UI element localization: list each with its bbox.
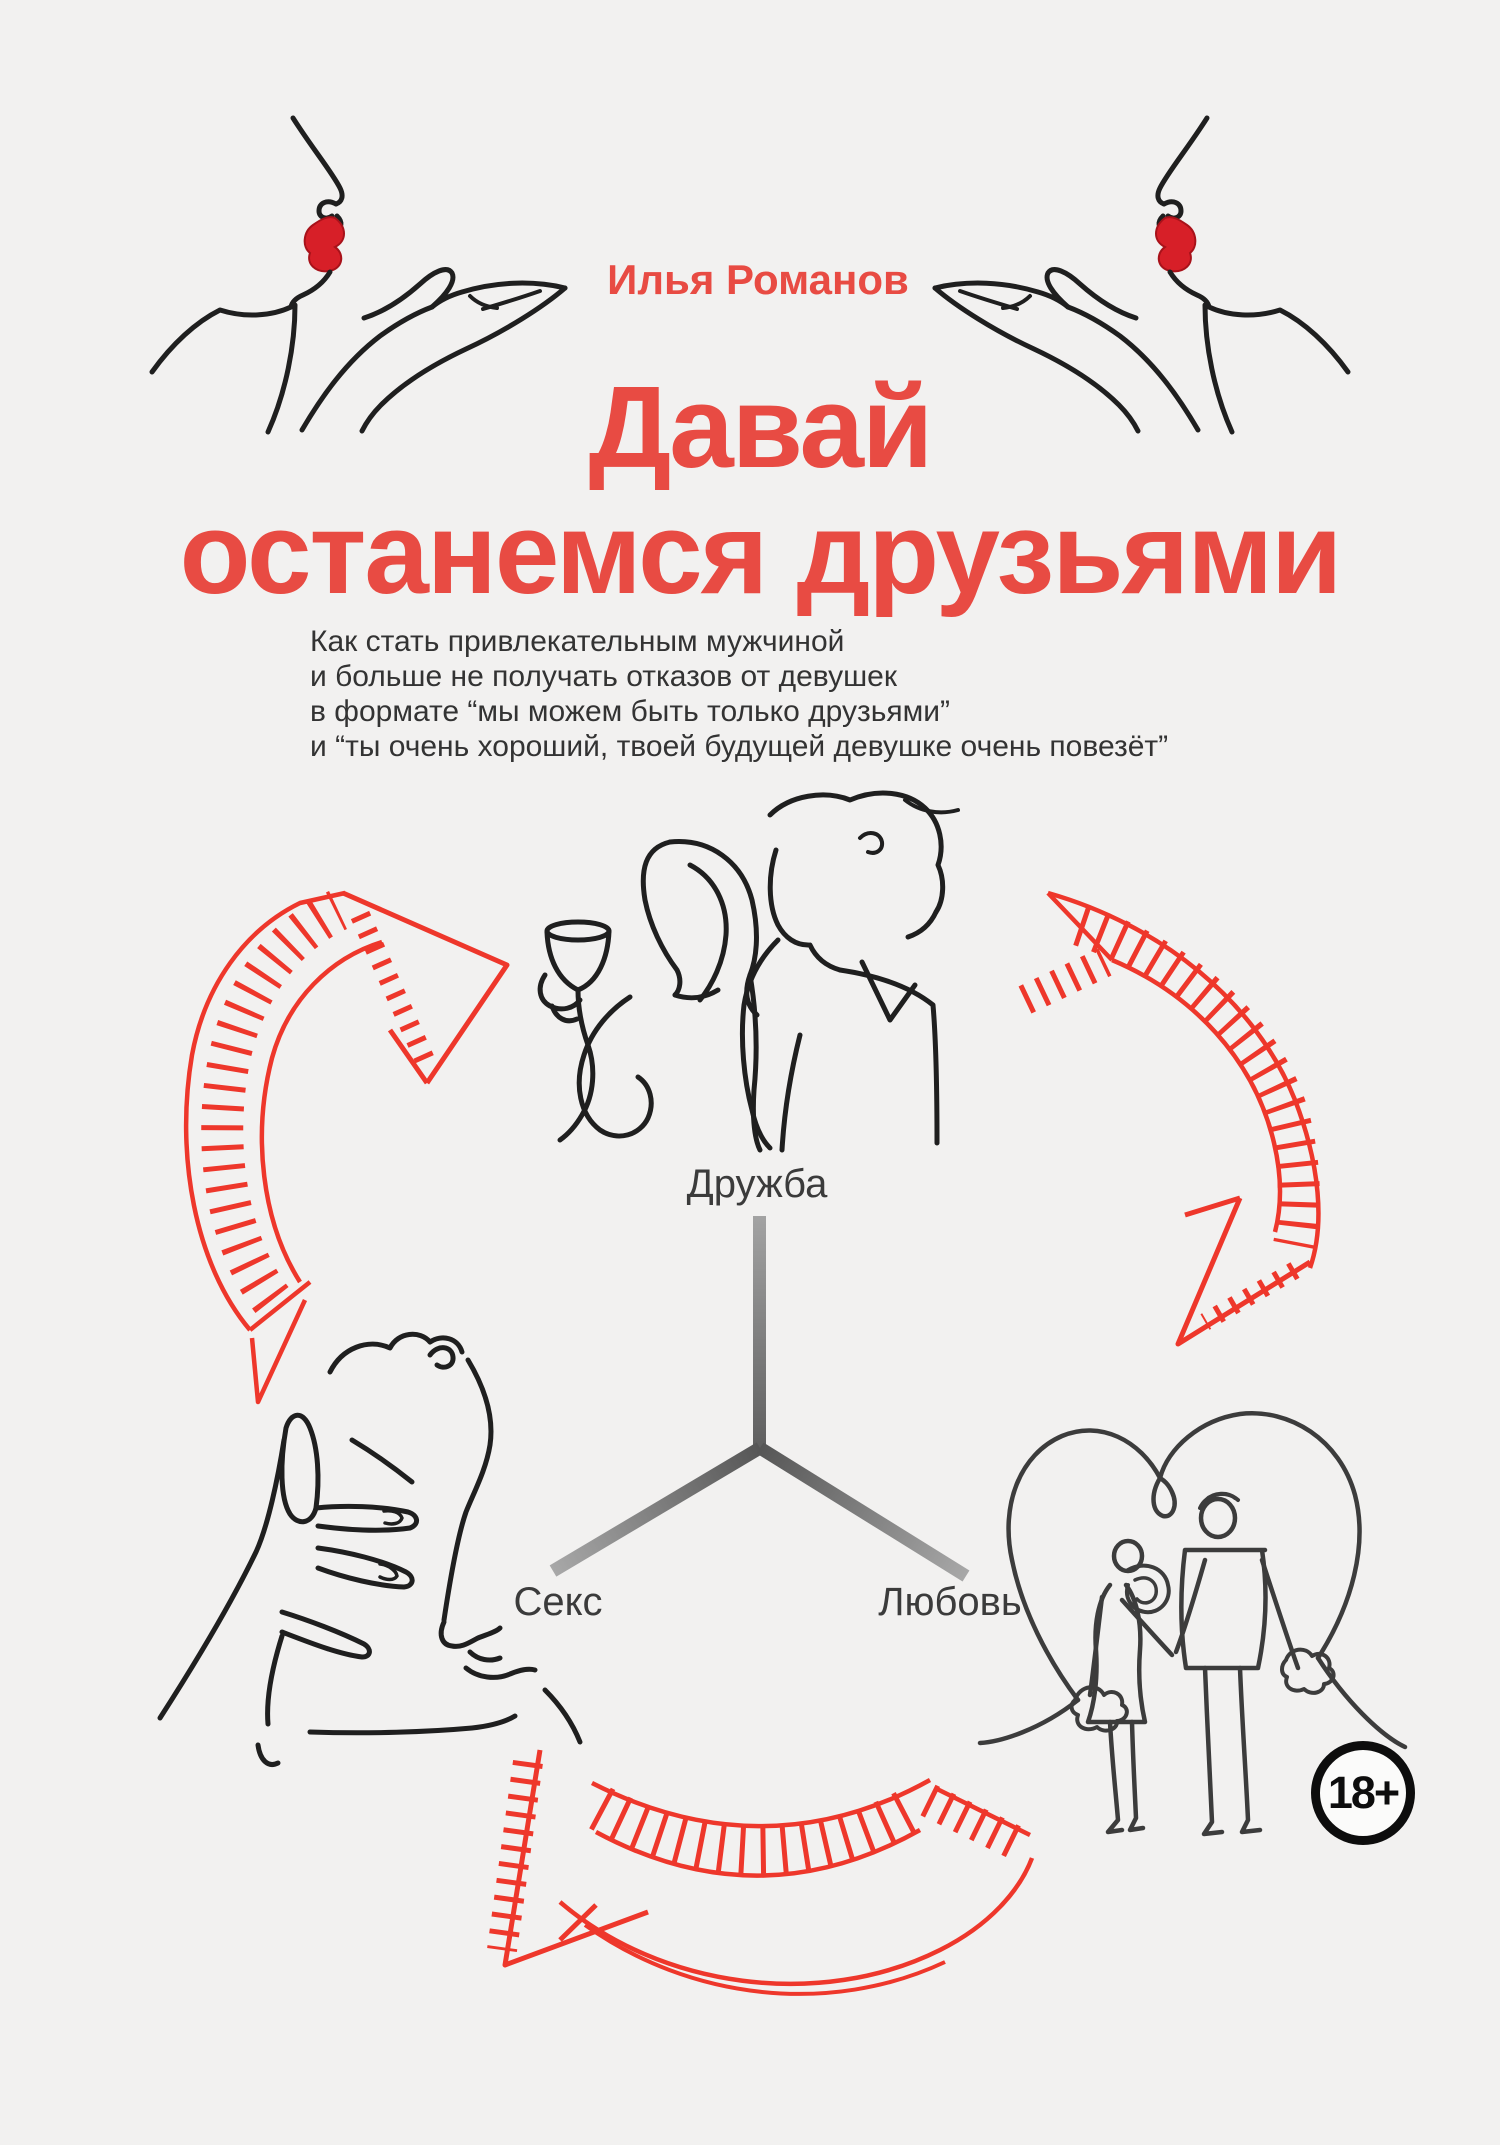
diagram-label-friendship: Дружба — [686, 1162, 828, 1206]
sniff-hand-face-icon — [157, 1331, 583, 1767]
subtitle: Как стать привлекательным мужчиной и бол… — [310, 624, 1410, 764]
diagram-label-sex: Секс — [513, 1580, 603, 1624]
subtitle-line: и больше не получать отказов от девушек — [310, 660, 897, 693]
relationship-connector — [549, 1216, 970, 1582]
subtitle-line: Как стать привлекательным мужчиной — [310, 625, 845, 658]
age-badge-icon: 18+ — [1311, 1741, 1415, 1845]
cycle-arrow-icon-left — [183, 890, 510, 1405]
author-name: Илья Романов — [607, 256, 909, 303]
couple-heart-icon — [977, 1411, 1408, 1837]
couple-wine-icon — [537, 790, 960, 1153]
subtitle-line: в формате “мы можем быть только друзьями… — [310, 695, 950, 728]
cycle-arrow-icon-right — [1018, 890, 1321, 1347]
subtitle-line: и “ты очень хороший, твоей будущей девуш… — [310, 730, 1169, 763]
diagram-label-love: Любовь — [878, 1580, 1022, 1624]
title-line-2: останемся друзьями — [179, 488, 1343, 618]
cycle-arrow-icon-bottom — [487, 1749, 1035, 1996]
title-line-1: Давай — [588, 362, 934, 492]
age-badge-text: 18+ — [1327, 1767, 1400, 1818]
